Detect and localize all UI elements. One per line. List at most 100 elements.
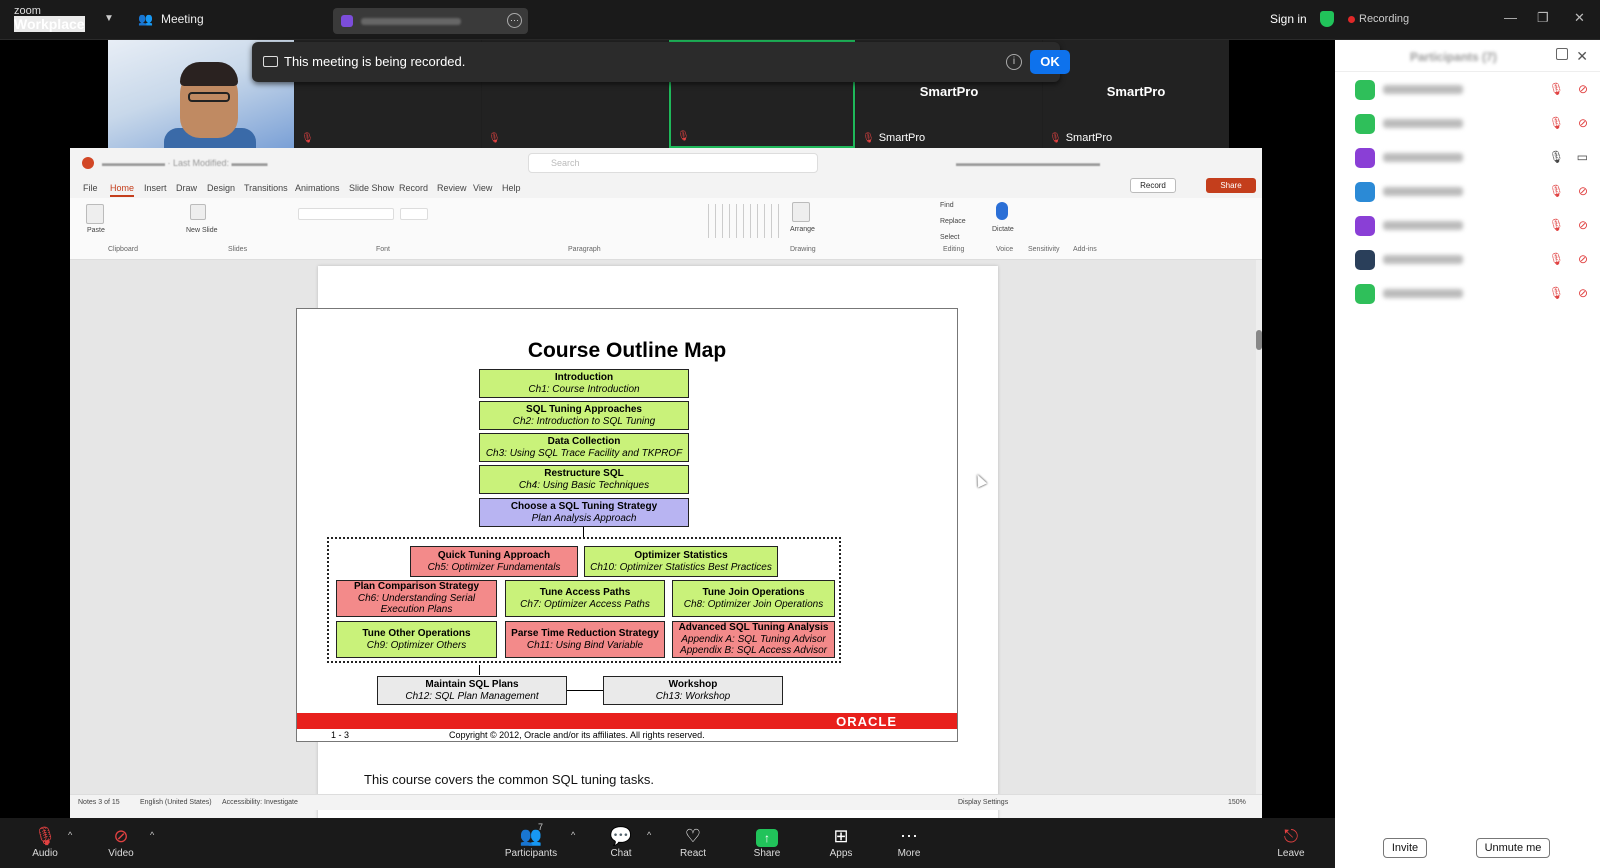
mic-icon: 🎙 <box>1548 150 1564 164</box>
security-shield-icon[interactable] <box>1320 11 1334 27</box>
participant-row[interactable]: 🎙⊘ <box>1335 176 1600 210</box>
box-title: Quick Tuning Approach <box>437 550 551 561</box>
participants-options-caret[interactable]: ^ <box>571 830 576 840</box>
video-tile-smartpro-2[interactable]: SmartPro 🎙SmartPro <box>1043 40 1229 148</box>
speaker-notes: This course covers the common SQL tuning… <box>364 772 654 787</box>
popout-icon[interactable] <box>1556 48 1568 60</box>
menu-review[interactable]: Review <box>437 183 467 193</box>
more-options-icon[interactable]: ⋯ <box>507 13 522 28</box>
ppt-record-button[interactable]: Record <box>1130 178 1176 193</box>
dictate-mic-icon[interactable] <box>996 202 1008 220</box>
find-button[interactable]: Find <box>940 202 954 209</box>
menu-design[interactable]: Design <box>207 183 236 193</box>
more-button[interactable]: ⋯More <box>874 824 944 859</box>
scroll-thumb[interactable] <box>1256 330 1262 350</box>
group-drawing: Drawing <box>790 246 816 253</box>
minimize-icon[interactable]: — <box>1504 10 1517 25</box>
video-button[interactable]: ⊘Video <box>86 824 156 859</box>
menu-view[interactable]: View <box>473 183 493 193</box>
menu-file[interactable]: File <box>83 183 98 193</box>
select-button[interactable]: Select <box>940 234 960 241</box>
muted-mic-icon: 🎙 <box>33 826 57 846</box>
close-window-icon[interactable]: ✕ <box>1574 10 1585 25</box>
ppt-search-box[interactable]: Search <box>528 153 818 173</box>
ppt-status-bar: Notes 3 of 15 English (United States) Ac… <box>70 794 1262 810</box>
chat-options-caret[interactable]: ^ <box>647 830 652 840</box>
recording-indicator[interactable]: Recording <box>1348 13 1409 25</box>
menu-animations[interactable]: Animations <box>295 183 340 193</box>
participant-row[interactable]: 🎙⊘ <box>1335 74 1600 108</box>
status-language[interactable]: English (United States) <box>140 799 212 806</box>
new-slide-icon[interactable] <box>190 204 206 220</box>
status-slide-count: Notes 3 of 15 <box>78 799 120 806</box>
ok-button[interactable]: OK <box>1030 50 1070 74</box>
participant-row[interactable]: 🎙⊘ <box>1335 244 1600 278</box>
chevron-down-icon[interactable]: ▼ <box>104 13 114 24</box>
slide-footer: 1 - 3 Copyright © 2012, Oracle and/or it… <box>297 729 957 742</box>
heart-icon: ♡ <box>684 826 702 846</box>
connector-arrow <box>567 690 603 691</box>
audio-options-caret[interactable]: ^ <box>68 830 73 840</box>
participant-row[interactable]: 🎙▭ <box>1335 142 1600 176</box>
menu-help[interactable]: Help <box>502 183 521 193</box>
video-off-icon: ⊘ <box>1577 116 1588 130</box>
react-button[interactable]: ♡React <box>658 824 728 859</box>
sign-in-link[interactable]: Sign in <box>1270 12 1307 26</box>
apps-button[interactable]: ⊞Apps <box>806 824 876 859</box>
box-title: Restructure SQL <box>544 468 624 479</box>
search-placeholder: Search <box>551 158 580 168</box>
avatar <box>1355 250 1375 270</box>
muted-mic-icon: 🎙 <box>1548 286 1564 300</box>
participant-row[interactable]: 🎙⊘ <box>1335 210 1600 244</box>
participant-row[interactable]: 🎙⊘ <box>1335 278 1600 312</box>
close-panel-icon[interactable]: ✕ <box>1576 48 1588 64</box>
menu-slide-show[interactable]: Slide Show <box>349 183 395 193</box>
shapes-gallery[interactable] <box>702 204 784 238</box>
people-icon: 👥 <box>138 12 153 26</box>
restore-icon[interactable]: ❐ <box>1537 10 1549 25</box>
group-editing: Editing <box>943 246 965 253</box>
menu-record[interactable]: Record <box>399 183 429 193</box>
invite-button[interactable]: Invite <box>1383 838 1427 858</box>
paste-icon[interactable] <box>86 204 104 224</box>
meeting-menu[interactable]: 👥 Meeting <box>138 12 204 26</box>
menu-home[interactable]: Home <box>110 183 135 197</box>
participant-name-blurred <box>1383 153 1463 162</box>
vertical-scrollbar[interactable] <box>1256 260 1262 794</box>
share-button[interactable]: ↑Share <box>732 824 802 859</box>
box-title: Tune Access Paths <box>539 587 631 598</box>
arrange-icon[interactable] <box>792 202 810 222</box>
font-size-box[interactable] <box>400 208 428 220</box>
recording-label: Recording <box>1359 13 1410 25</box>
audio-button[interactable]: 🎙 Audio <box>10 824 80 859</box>
font-name-box[interactable] <box>298 208 394 220</box>
status-zoom[interactable]: 150% <box>1228 799 1246 806</box>
menu-draw[interactable]: Draw <box>176 183 198 193</box>
muted-mic-icon: 🎙 <box>1049 132 1062 144</box>
meeting-info-pill[interactable]: ⋯ <box>333 8 528 34</box>
chat-icon: 💬 <box>609 826 633 846</box>
info-icon[interactable]: i <box>1006 54 1022 70</box>
menu-transitions[interactable]: Transitions <box>244 183 288 193</box>
audio-label: Audio <box>32 848 58 859</box>
menu-insert[interactable]: Insert <box>144 183 167 193</box>
participant-row[interactable]: 🎙⊘ <box>1335 108 1600 142</box>
brand-name: Workplace <box>14 16 85 32</box>
ppt-share-button[interactable]: Share <box>1206 178 1256 193</box>
leave-button[interactable]: ⎋Leave <box>1256 824 1326 859</box>
video-options-caret[interactable]: ^ <box>150 830 155 840</box>
unmute-me-button[interactable]: Unmute me <box>1476 838 1550 858</box>
status-accessibility[interactable]: Accessibility: Investigate <box>222 799 298 806</box>
group-paragraph: Paragraph <box>568 246 601 253</box>
box-sub: Ch2: Introduction to SQL Tuning <box>512 415 656 427</box>
group-voice: Voice <box>996 246 1014 253</box>
box-title: Parse Time Reduction Strategy <box>511 628 659 639</box>
chat-button[interactable]: 💬Chat <box>586 824 656 859</box>
video-off-icon: ⊘ <box>1577 286 1588 300</box>
replace-button[interactable]: Replace <box>940 218 966 225</box>
status-display-settings[interactable]: Display Settings <box>958 799 1009 806</box>
